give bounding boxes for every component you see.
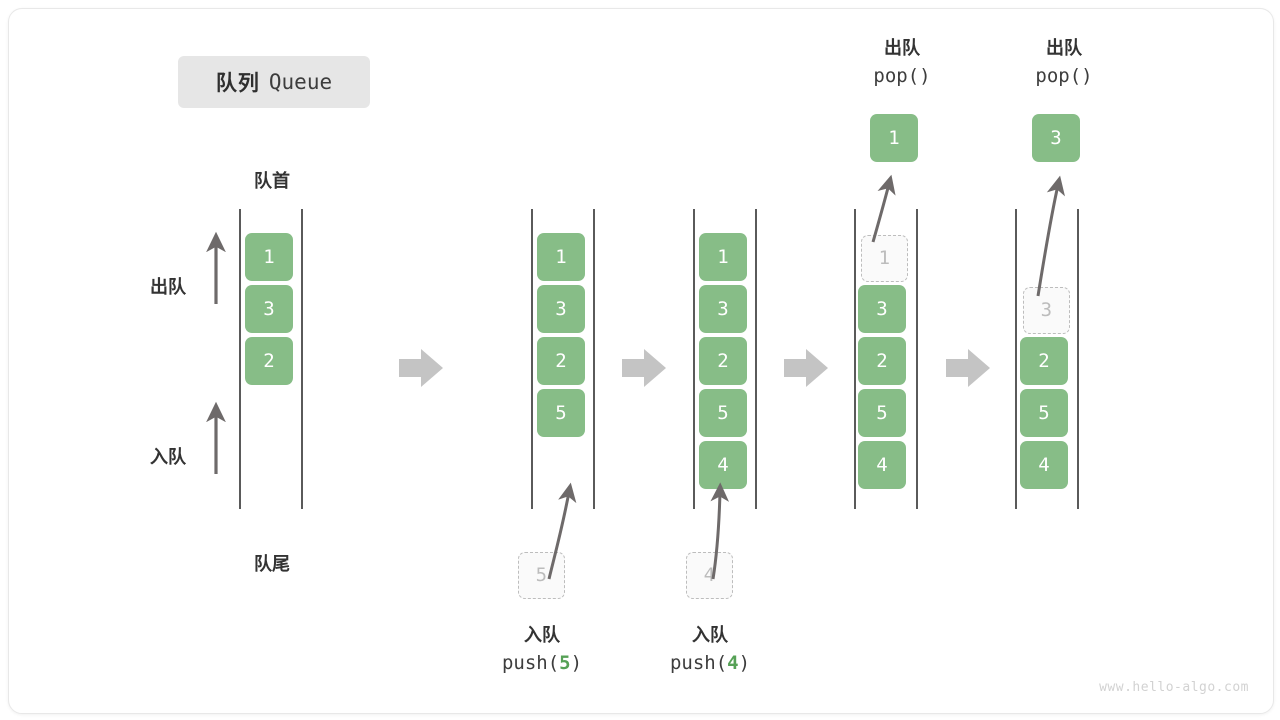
step-arrow-icon-2 — [622, 349, 666, 387]
pop-3-caption: 出队 pop() — [964, 35, 1164, 91]
pop-3-caption-cn: 出队 — [1046, 38, 1082, 58]
queue-cell: 3 — [245, 285, 293, 333]
rail-left-col4 — [854, 209, 856, 509]
queue-cell: 5 — [858, 389, 906, 437]
rail-right-col1 — [301, 209, 303, 509]
pop-3-arrow-icon — [1036, 175, 1065, 297]
queue-cell: 4 — [858, 441, 906, 489]
queue-cell-new: 4 — [699, 441, 747, 489]
queue-cell: 1 — [245, 233, 293, 281]
rail-right-col4 — [916, 209, 918, 509]
title-chinese: 队列 — [215, 72, 260, 95]
queue-cell: 1 — [699, 233, 747, 281]
title-badge: 队列 Queue — [178, 56, 370, 108]
pop-1-arrow-icon — [871, 174, 896, 243]
queue-cell: 2 — [537, 337, 585, 385]
popped-cell: 1 — [870, 114, 918, 162]
step-arrow-icon-3 — [784, 349, 828, 387]
rail-right-col5 — [1077, 209, 1079, 509]
queue-cell: 2 — [858, 337, 906, 385]
ghost-cell-push: 4 — [686, 552, 733, 599]
step-arrow-icon-4 — [946, 349, 990, 387]
queue-cell: 2 — [699, 337, 747, 385]
queue-cell: 3 — [537, 285, 585, 333]
queue-cell: 5 — [1020, 389, 1068, 437]
push-5-caption: 入队 push(5) — [442, 622, 642, 678]
connector-overlay — [206, 174, 1065, 580]
queue-cell: 3 — [699, 285, 747, 333]
dequeue-direction-label: 出队 — [150, 277, 186, 297]
queue-tail-label: 队尾 — [254, 554, 290, 574]
diagram-canvas: 队列 Queue 队首 队尾 出队 入队 1 3 2 1 3 2 5 5 入队 … — [8, 8, 1274, 714]
rail-left-col1 — [239, 209, 241, 509]
rail-left-col3 — [693, 209, 695, 509]
title-english: Queue — [268, 70, 333, 94]
queue-cell: 2 — [245, 337, 293, 385]
push-5-caption-cn: 入队 — [524, 625, 560, 645]
popped-cell: 3 — [1032, 114, 1080, 162]
queue-cell: 1 — [537, 233, 585, 281]
pop-1-caption: 出队 pop() — [802, 35, 1002, 91]
rail-right-col3 — [755, 209, 757, 509]
ghost-cell-pop: 3 — [1023, 287, 1070, 334]
enqueue-direction-label: 入队 — [150, 447, 186, 467]
pop-1-caption-code: pop() — [873, 65, 931, 87]
watermark: www.hello-algo.com — [1099, 680, 1249, 695]
queue-cell: 4 — [1020, 441, 1068, 489]
rail-left-col2 — [531, 209, 533, 509]
ghost-cell-pop: 1 — [861, 235, 908, 282]
ghost-cell-push: 5 — [518, 552, 565, 599]
queue-cell-new: 5 — [537, 389, 585, 437]
pop-3-caption-code: pop() — [1035, 65, 1093, 87]
queue-head-label: 队首 — [254, 171, 290, 191]
push-5-caption-code: push(5) — [501, 652, 583, 674]
pop-1-caption-cn: 出队 — [884, 38, 920, 58]
push-4-caption-code: push(4) — [669, 652, 751, 674]
queue-cell: 5 — [699, 389, 747, 437]
push-4-caption-cn: 入队 — [692, 625, 728, 645]
rail-left-col5 — [1015, 209, 1017, 509]
step-arrow-icon-1 — [399, 349, 443, 387]
push-4-caption: 入队 push(4) — [610, 622, 810, 678]
queue-cell: 3 — [858, 285, 906, 333]
queue-cell: 2 — [1020, 337, 1068, 385]
rail-right-col2 — [593, 209, 595, 509]
